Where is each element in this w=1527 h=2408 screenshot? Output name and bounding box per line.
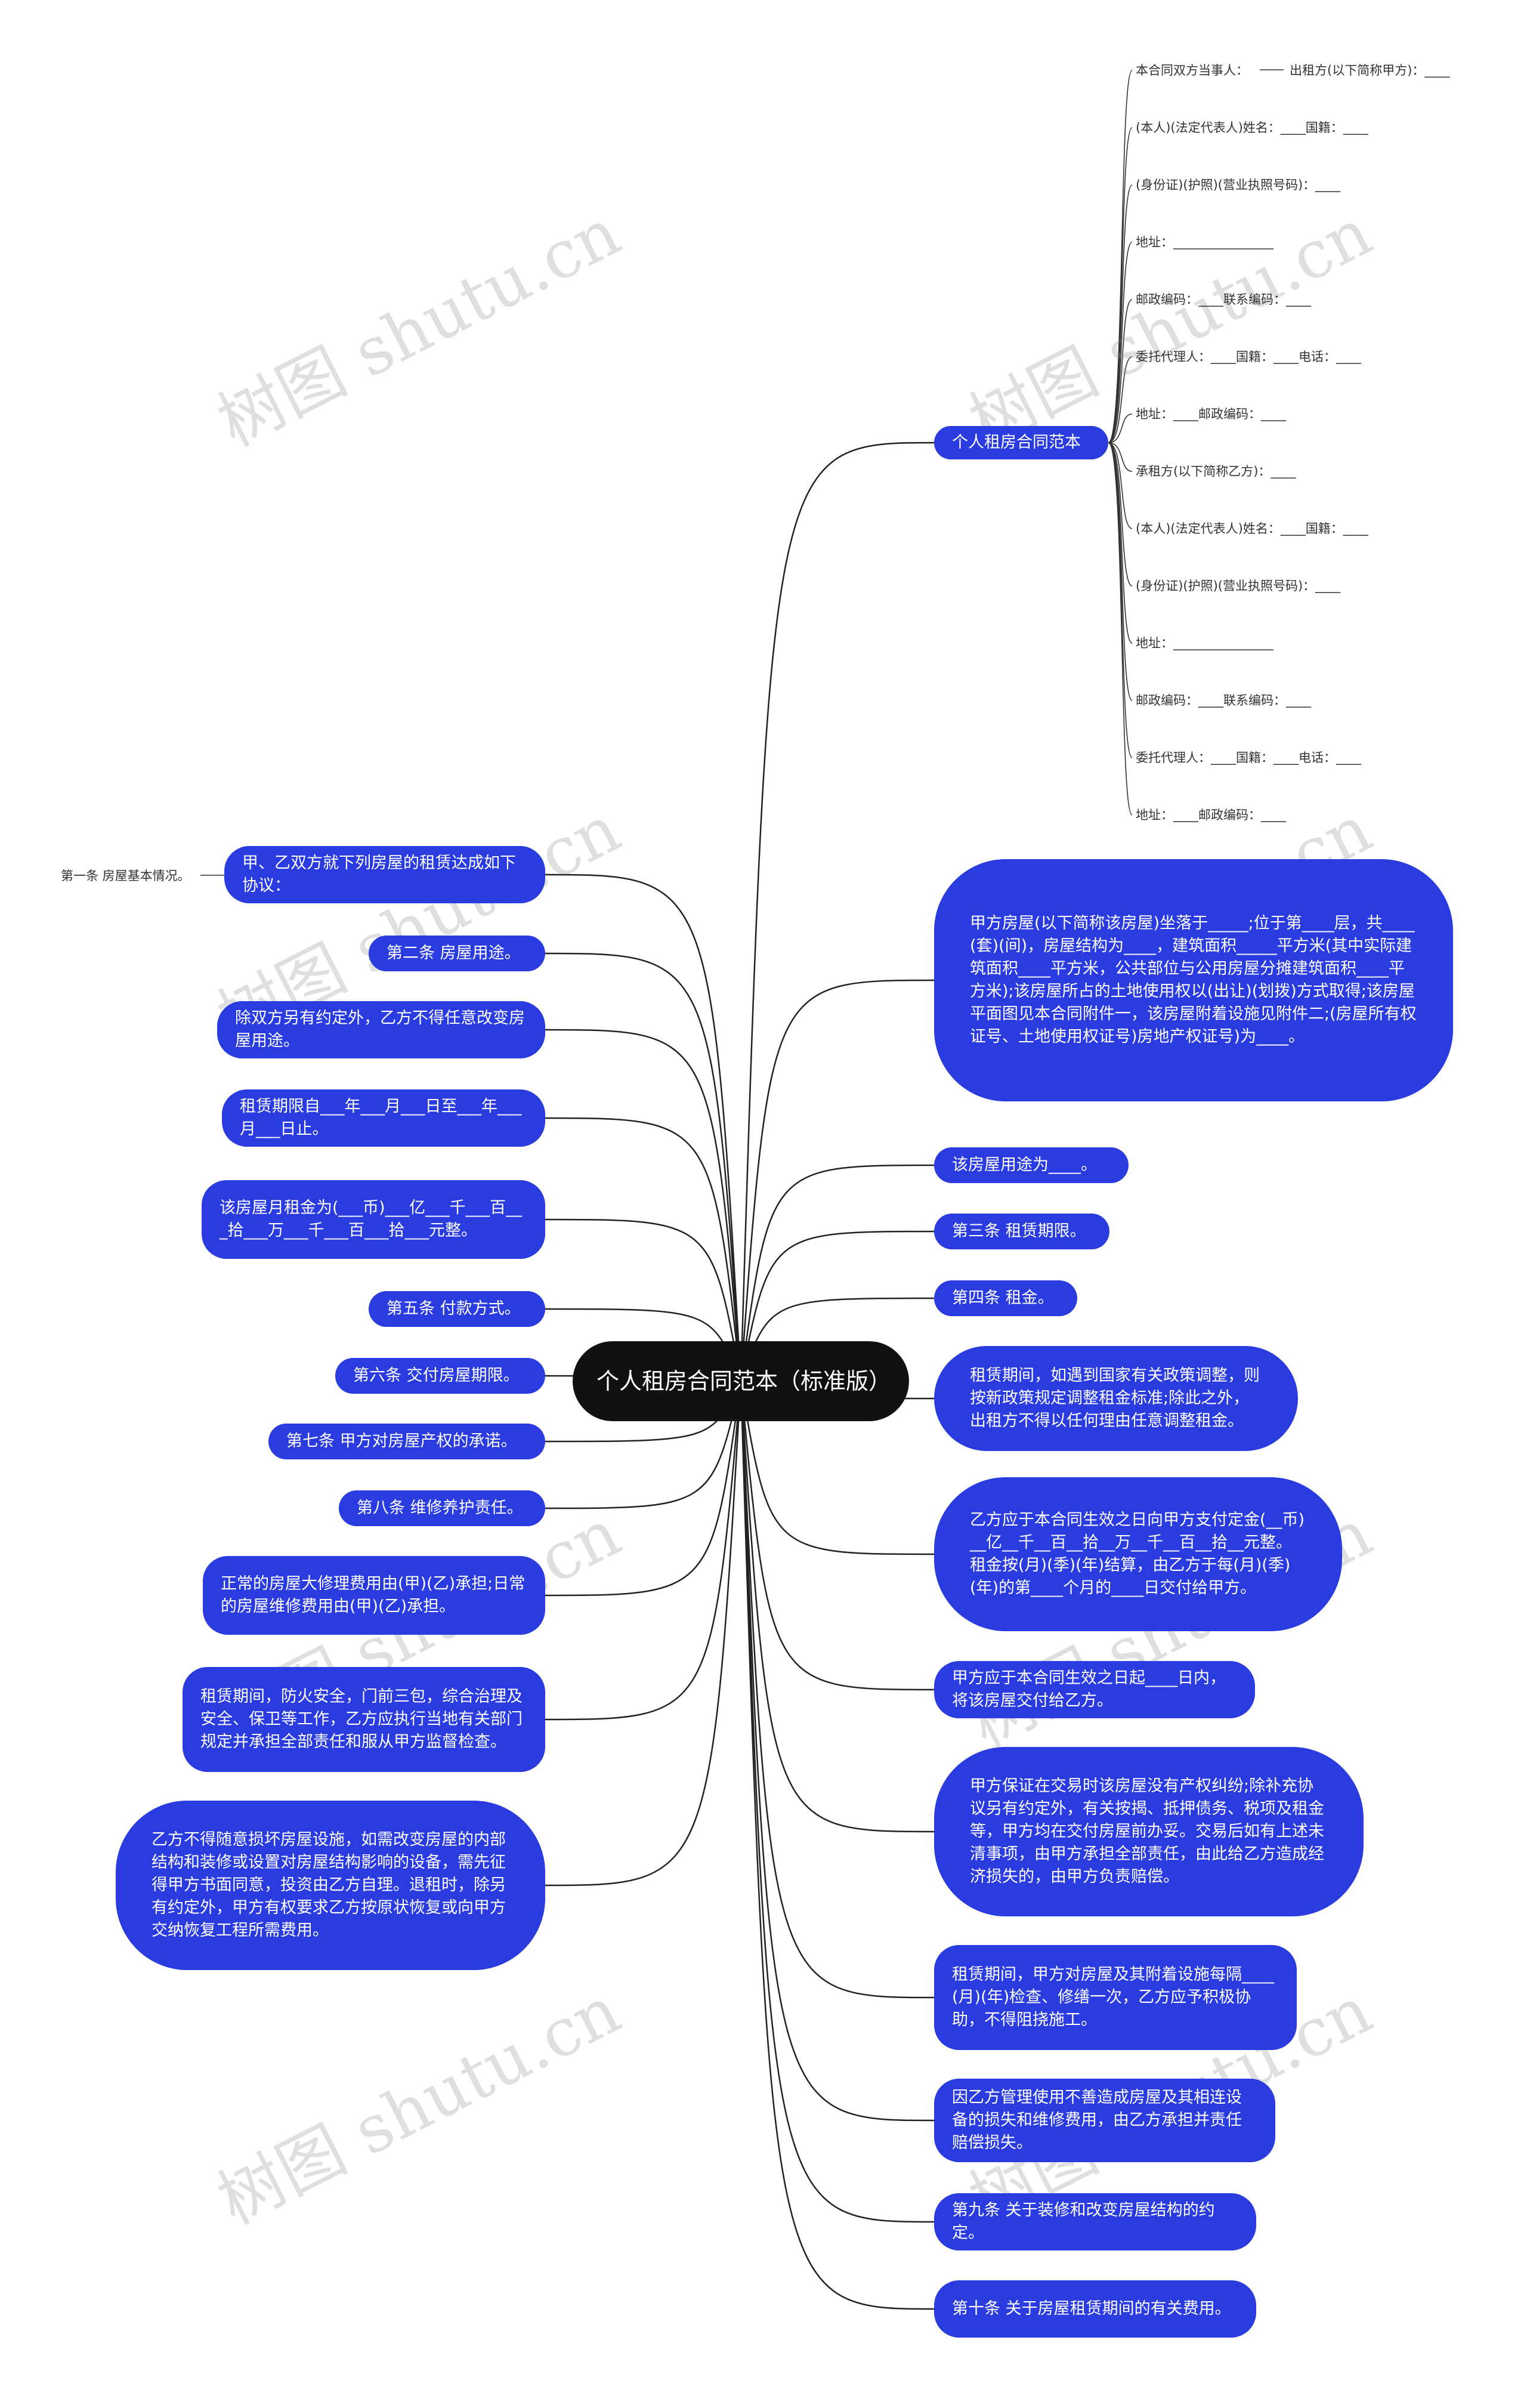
topic-inspection-repair[interactable]: 租赁期间，甲方对房屋及其附着设施每隔____(月)(年)检查、修缮一次，乙方应予… [934,1945,1297,2050]
topic-article-10[interactable]: 第十条 关于房屋租赁期间的有关费用。 [934,2280,1256,2338]
connector-line [740,442,935,1382]
leaf-connector-line [1108,70,1133,443]
leaf-lessor-name: (本人)(法定代表人)姓名：____国籍：____ [1136,121,1368,135]
topic-article-5[interactable]: 第五条 付款方式。 [369,1291,545,1327]
leaf-connector-line [1108,442,1133,644]
topic-article-3[interactable]: 第三条 租赁期限。 [934,1214,1109,1249]
leaf-connector-line [1108,442,1133,586]
leaf-connector-line [1108,299,1133,443]
connector-line [740,1381,935,1833]
topic-no-change-usage[interactable]: 除双方另有约定外，乙方不得任意改变房屋用途。 [217,1001,545,1058]
topic-article-9[interactable]: 第九条 关于装修和改变房屋结构的约定。 [934,2193,1256,2250]
topic-tenant-damage[interactable]: 因乙方管理使用不善造成房屋及其相连设备的损失和维修费用，由乙方承担并责任赔偿损失… [934,2079,1275,2162]
connector-line [545,1381,742,1509]
connector-line [740,1381,935,2122]
leaf-lessee-postcode: 邮政编码：____联系编码：____ [1136,693,1311,708]
topic-property-description[interactable]: 甲方房屋(以下简称该房屋)坐落于_____;位于第____层，共____(套)(… [934,859,1453,1101]
leaf-connector-line [1108,127,1133,443]
connector-line [545,1029,742,1382]
leaf-lessee-agent: 委托代理人：____国籍：____电话：____ [1136,751,1361,765]
leaf-connector [1260,69,1284,70]
connector-line [545,1381,742,1721]
connector-line [740,1381,935,2310]
connector-line [740,1381,935,1555]
connector-line [545,1218,742,1382]
leaf-connector-line [1108,184,1133,443]
leaf-connector-line [1108,442,1133,816]
connector-line [545,1117,742,1382]
leaf-connector-line [1108,356,1133,443]
leaf-lessee-name: (本人)(法定代表人)姓名：____国籍：____ [1136,521,1368,536]
topic-renovation-restrictions[interactable]: 乙方不得随意损坏房屋设施，如需改变房屋的内部结构和装修或设置对房屋结构影响的设备… [116,1801,545,1970]
leaf-connector-line [1108,413,1133,443]
topic-article-2[interactable]: 第二条 房屋用途。 [369,936,545,971]
leaf-connector-line [1108,242,1133,443]
leaf-parties: 本合同双方当事人： [1136,63,1248,78]
leaf-connector [200,875,224,876]
connector-line [740,1381,935,1999]
leaf-lessor-postcode: 邮政编码：____联系编码：____ [1136,292,1311,307]
topic-property-usage[interactable]: 该房屋用途为____。 [934,1147,1129,1183]
leaf-lessor-id: (身份证)(护照)(营业执照号码)：____ [1136,178,1341,192]
connector-line [545,873,742,1382]
leaf-connector-line [1108,442,1133,701]
leaf-lessor: 出租方(以下简称甲方)：____ [1290,63,1450,78]
root-topic[interactable]: 个人租房合同范本（标准版） [573,1341,909,1421]
leaf-connector-line [1108,442,1133,529]
leaf-lessee-id: (身份证)(护照)(营业执照号码)：____ [1136,579,1341,593]
connector-line [740,979,935,1382]
connector-line [740,1381,935,2223]
topic-template-header[interactable]: 个人租房合同范本 [934,426,1108,459]
topic-rent-adjustment[interactable]: 租赁期间，如遇到国家有关政策调整，则按新政策规定调整租金标准;除此之外，出租方不… [934,1346,1298,1451]
connector-line [740,1381,935,1691]
leaf-lessor-address: 地址：________________ [1136,235,1273,249]
topic-article-6[interactable]: 第六条 交付房屋期限。 [335,1358,545,1394]
connector-line [740,1164,935,1382]
connector-line [545,1381,742,1597]
leaf-lessee-agent-address: 地址：____邮政编码：____ [1136,808,1286,822]
leaf-lessee-address: 地址：________________ [1136,636,1273,650]
topic-agreement-intro[interactable]: 甲、乙双方就下列房屋的租赁达成如下协议： [224,846,545,903]
topic-delivery-date[interactable]: 甲方应于本合同生效之日起____日内，将该房屋交付给乙方。 [934,1661,1255,1718]
topic-article-8[interactable]: 第八条 维修养护责任。 [339,1490,545,1526]
connector-line [740,1230,935,1382]
leaf-lessor-agent-address: 地址：____邮政编码：____ [1136,407,1286,421]
topic-repair-costs[interactable]: 正常的房屋大修理费用由(甲)(乙)承担;日常的房屋维修费用由(甲)(乙)承担。 [203,1556,545,1635]
topic-lease-term[interactable]: 租赁期限自___年___月___日至___年___月___日止。 [222,1089,545,1147]
leaf-connector-line [1108,442,1133,472]
topic-title-guarantee[interactable]: 甲方保证在交易时该房屋没有产权纠纷;除补充协议另有约定外，有关按揭、抵押债务、税… [934,1747,1364,1916]
topic-monthly-rent[interactable]: 该房屋月租金为(___币)___亿___千___百___拾___万___千___… [202,1180,545,1259]
connector-line [545,952,742,1382]
connector-line [545,1381,742,1887]
topic-article-4[interactable]: 第四条 租金。 [934,1280,1077,1316]
leaf-article-1: 第一条 房屋基本情况。 [61,869,190,883]
topic-fire-safety[interactable]: 租赁期间，防火安全，门前三包，综合治理及安全、保卫等工作，乙方应执行当地有关部门… [183,1667,545,1772]
leaf-lessee: 承租方(以下简称乙方)：____ [1136,464,1296,478]
topic-deposit-payment[interactable]: 乙方应于本合同生效之日向甲方支付定金(__币)__亿__千__百__拾__万__… [934,1477,1342,1631]
leaf-lessor-agent: 委托代理人：____国籍：____电话：____ [1136,350,1361,364]
topic-article-7[interactable]: 第七条 甲方对房屋产权的承诺。 [268,1424,545,1459]
